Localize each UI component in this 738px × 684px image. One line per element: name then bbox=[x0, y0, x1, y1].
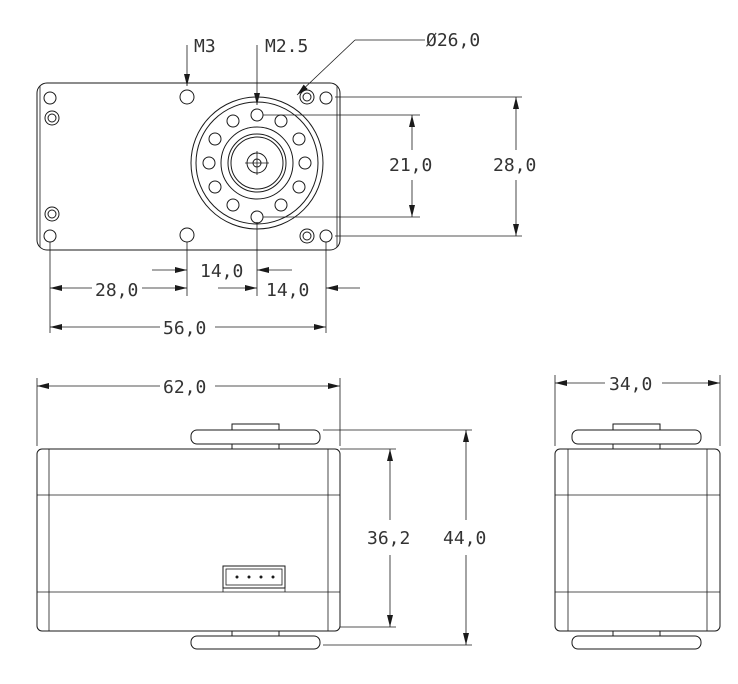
connector bbox=[222, 565, 286, 592]
m3-hole-group bbox=[179, 89, 195, 243]
horizontal-dimensions-top bbox=[49, 222, 360, 333]
top-view: M3 M2.5 Ø26,0 21,0 28,0 bbox=[36, 30, 536, 339]
dimension-28-vertical: 28,0 bbox=[493, 155, 536, 176]
side-view-body bbox=[554, 448, 721, 632]
dimension-14-right: 14,0 bbox=[266, 280, 309, 301]
dimension-28-horizontal: 28,0 bbox=[95, 280, 138, 301]
side-view: 34,0 bbox=[554, 374, 721, 650]
dimension-34: 34,0 bbox=[609, 374, 652, 395]
dimension-62: 62,0 bbox=[163, 377, 206, 398]
dimension-36-2: 36,2 bbox=[367, 528, 410, 549]
m3-hole-bottom bbox=[179, 227, 195, 243]
side-bottom-horn bbox=[571, 630, 702, 650]
m25-callout: M2.5 bbox=[265, 36, 308, 57]
front-view-body bbox=[36, 448, 341, 632]
vertical-dimensions-top bbox=[263, 96, 522, 237]
output-horn bbox=[190, 96, 324, 230]
top-view-body-outline bbox=[36, 82, 341, 251]
dimension-44: 44,0 bbox=[443, 528, 486, 549]
bottom-horn-side bbox=[190, 630, 321, 650]
side-top-horn bbox=[571, 423, 702, 450]
dimension-56: 56,0 bbox=[163, 318, 206, 339]
top-horn-side bbox=[190, 423, 321, 450]
m3-hole-top bbox=[179, 89, 195, 105]
diameter-callout: Ø26,0 bbox=[426, 30, 480, 51]
dimension-14-left: 14,0 bbox=[200, 261, 243, 282]
m3-callout: M3 bbox=[194, 36, 216, 57]
dimension-21: 21,0 bbox=[389, 155, 432, 176]
leaders bbox=[184, 39, 425, 105]
corner-holes bbox=[43, 89, 333, 244]
front-view: 62,0 36,2 44,0 bbox=[36, 377, 486, 650]
